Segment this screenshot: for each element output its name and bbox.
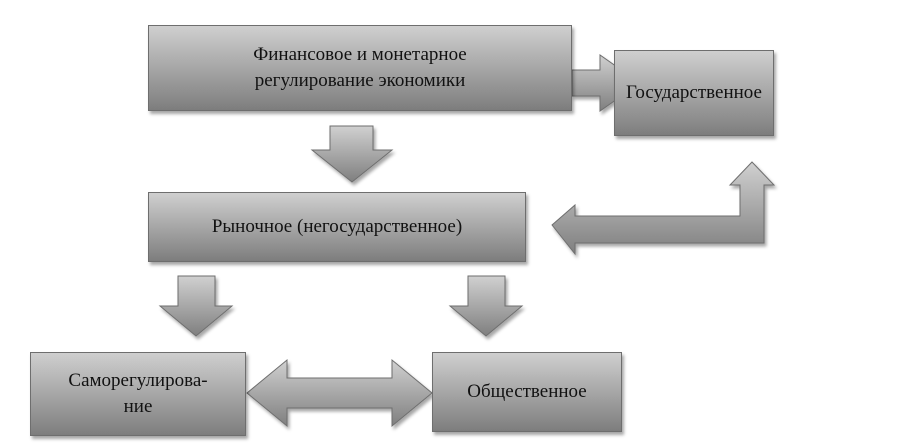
node-finance-line2: регулирование экономики <box>254 70 466 91</box>
node-market: Рыночное (негосударственное) <box>148 192 526 262</box>
arrow-market-to-self <box>158 275 234 337</box>
node-state-label: Государственное <box>626 82 762 103</box>
arrow-self-public-double <box>246 358 433 428</box>
node-market-label: Рыночное (негосударственное) <box>211 216 463 237</box>
node-self-line2: ние <box>123 396 153 417</box>
node-finance: Финансовое и монетарное регулирование эк… <box>148 25 572 111</box>
node-finance-line1: Финансовое и монетарное <box>253 44 467 65</box>
arrow-finance-to-market <box>310 125 394 183</box>
arrow-market-to-public <box>448 275 524 337</box>
node-self: Саморегулирова- ние <box>30 352 246 436</box>
node-public: Общественное <box>432 352 622 432</box>
arrow-market-state-bent <box>551 161 776 256</box>
node-public-label: Общественное <box>467 381 587 402</box>
node-self-line1: Саморегулирова- <box>68 370 208 391</box>
node-state: Государственное <box>614 50 774 136</box>
